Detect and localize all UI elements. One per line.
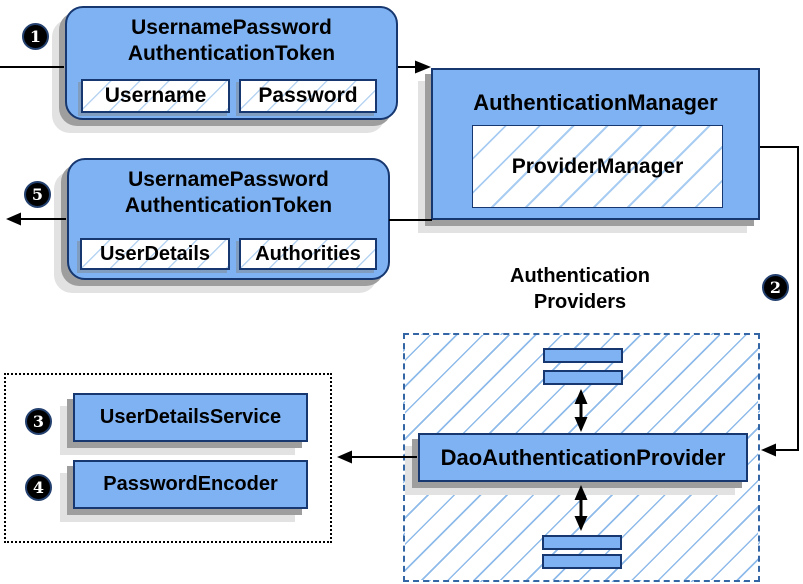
arrow-token-to-manager-head xyxy=(415,60,431,74)
step-2-badge: 2 xyxy=(762,274,789,301)
arrow-dao-to-support-head xyxy=(337,450,352,464)
step-1-badge: 1 xyxy=(22,23,49,50)
response-token-title: UsernamePassword AuthenticationToken xyxy=(69,160,388,219)
authentication-providers-label: Authentication Providers xyxy=(460,263,700,315)
password-encoder-node: PasswordEncoder xyxy=(73,460,308,509)
provider-list-bar xyxy=(543,370,623,385)
provider-list-bar xyxy=(542,535,622,550)
authorities-field: Authorities xyxy=(239,238,377,270)
response-token-title-line1: UsernamePassword xyxy=(128,168,329,191)
provider-list-bar xyxy=(543,348,623,363)
authentication-providers-label-line1: Authentication xyxy=(510,265,650,287)
authentication-manager-node: AuthenticationManager ProviderManager xyxy=(431,68,760,220)
dao-authentication-provider-node: DaoAuthenticationProvider xyxy=(418,433,748,482)
response-token-title-line2: AuthenticationToken xyxy=(124,194,333,217)
arrow-manager-to-dao-head xyxy=(761,443,776,457)
userdetails-field: UserDetails xyxy=(80,238,230,270)
provider-list-bar xyxy=(542,554,622,569)
response-token-node: UsernamePassword AuthenticationToken Use… xyxy=(67,158,390,280)
support-beans-region xyxy=(4,373,332,543)
arrow-step5-outbound-head xyxy=(6,212,21,226)
step-4-badge: 4 xyxy=(25,474,52,501)
step-3-badge: 3 xyxy=(25,408,52,435)
request-token-title-line1: UsernamePassword xyxy=(131,16,332,39)
provider-manager-node: ProviderManager xyxy=(472,125,723,208)
authentication-providers-label-line2: Providers xyxy=(533,291,627,313)
step-5-badge: 5 xyxy=(24,181,51,208)
request-token-node: UsernamePassword AuthenticationToken Use… xyxy=(65,6,398,120)
password-field: Password xyxy=(239,79,377,113)
username-field: Username xyxy=(81,79,230,113)
user-details-service-node: UserDetailsService xyxy=(73,393,308,442)
request-token-title: UsernamePassword AuthenticationToken xyxy=(67,8,396,67)
authentication-manager-title: AuthenticationManager xyxy=(473,90,718,115)
request-token-title-line2: AuthenticationToken xyxy=(127,42,336,65)
